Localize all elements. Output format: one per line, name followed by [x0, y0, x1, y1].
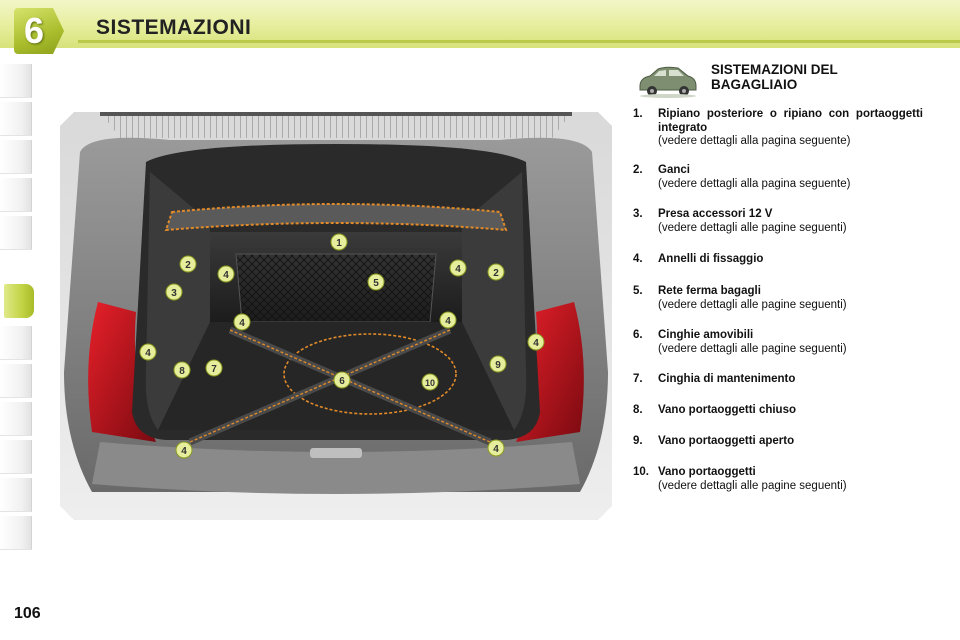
- callout-4-b: 4: [449, 259, 467, 277]
- callout-6-label: 6: [339, 376, 345, 387]
- callout-4-a: 4: [217, 265, 235, 283]
- luggage-net: [235, 253, 437, 323]
- chapter-tab-6-active[interactable]: [4, 284, 34, 318]
- tailgate-latch: [310, 448, 362, 458]
- item-number: 1.: [633, 108, 643, 120]
- item-title: Ripiano posteriore o ripiano con portaog…: [658, 108, 923, 134]
- callout-9: 9: [489, 355, 507, 373]
- callout-4-d-label: 4: [445, 316, 451, 327]
- callout-3-label: 3: [171, 288, 177, 299]
- item-number: 8.: [633, 404, 643, 416]
- chapter-tab-12[interactable]: [0, 516, 32, 550]
- item-note: (vedere dettagli alle pagine seguenti): [658, 342, 847, 355]
- item-note: (vedere dettagli alle pagine seguenti): [658, 298, 847, 311]
- item-number: 10.: [633, 466, 649, 478]
- callout-5: 5: [367, 273, 385, 291]
- callout-4-h-label: 4: [493, 444, 499, 455]
- section-title-line-2: BAGAGLIAIO: [711, 77, 798, 92]
- chapter-tab-9[interactable]: [0, 402, 32, 436]
- item-number: 4.: [633, 253, 643, 265]
- chapter-badge: [14, 8, 64, 54]
- chapter-tab-5[interactable]: [0, 216, 32, 250]
- callout-4-f-label: 4: [533, 338, 539, 349]
- callout-2-right: 2: [487, 263, 505, 281]
- callout-7: 7: [205, 359, 223, 377]
- strap-left-outline: [229, 329, 491, 443]
- item-title: Cinghie amovibili: [658, 329, 754, 341]
- chapter-tab-8[interactable]: [0, 364, 32, 398]
- chapter-tab-10[interactable]: [0, 440, 32, 474]
- callout-8: 8: [173, 361, 191, 379]
- rear-bumper: [92, 442, 580, 494]
- chapter-tab-4[interactable]: [0, 178, 32, 212]
- callout-8-label: 8: [179, 366, 185, 377]
- callout-6: 6: [333, 371, 351, 389]
- chapter-tab-1[interactable]: [0, 64, 32, 98]
- callout-1: 1: [330, 233, 348, 251]
- callout-4-f: 4: [527, 333, 545, 351]
- chapter-tab-3[interactable]: [0, 140, 32, 174]
- chapter-number: 6: [23, 10, 45, 51]
- callout-2-right-label: 2: [493, 268, 499, 279]
- item-number: 5.: [633, 285, 643, 297]
- item-number: 2.: [633, 164, 643, 176]
- rear-window: [100, 112, 572, 138]
- callout-9-label: 9: [495, 360, 501, 371]
- section-title-line-1: SISTEMAZIONI DEL: [711, 62, 838, 77]
- callout-4-e-label: 4: [145, 348, 151, 359]
- callout-4-h: 4: [487, 439, 505, 457]
- callout-4-c: 4: [233, 313, 251, 331]
- chapter-tabs: [0, 64, 34, 576]
- trunk-illustration: 1 2 2 3 4 4 4 4: [60, 112, 612, 520]
- callout-4-a-label: 4: [223, 270, 229, 281]
- callout-4-c-label: 4: [239, 318, 245, 329]
- chapter-tab-7[interactable]: [0, 326, 32, 360]
- item-title: Presa accessori 12 V: [658, 208, 773, 220]
- parcel-shelf: [164, 203, 508, 232]
- item-number: 7.: [633, 373, 643, 385]
- chapter-title: SISTEMAZIONI: [96, 16, 252, 39]
- callout-4-g-label: 4: [181, 446, 187, 457]
- callout-4-b-label: 4: [455, 264, 461, 275]
- callout-4-g: 4: [175, 441, 193, 459]
- callout-10: 10: [421, 373, 439, 391]
- header-rule: [78, 40, 960, 43]
- item-note: (vedere dettagli alle pagine seguenti): [658, 479, 847, 492]
- item-number: 3.: [633, 208, 643, 220]
- strap-right-outline: [189, 329, 451, 443]
- callout-2-left-label: 2: [185, 260, 191, 271]
- page-number: 106: [14, 605, 41, 622]
- chapter-tab-11[interactable]: [0, 478, 32, 512]
- callout-2-left: 2: [179, 255, 197, 273]
- callout-4-d: 4: [439, 311, 457, 329]
- tailgate-edge: [100, 112, 572, 116]
- item-number: 9.: [633, 435, 643, 447]
- trunk-drawing: 1 2 2 3 4 4 4 4: [64, 112, 608, 494]
- callout-5-label: 5: [373, 278, 379, 289]
- section-title: SISTEMAZIONI DEL BAGAGLIAIO: [711, 62, 931, 92]
- chapter-header: [0, 0, 960, 48]
- item-title: Vano portaoggetti aperto: [658, 435, 795, 447]
- item-note: (vedere dettagli alla pagina seguente): [658, 177, 851, 190]
- chapter-tab-2[interactable]: [0, 102, 32, 136]
- callout-10-label: 10: [425, 378, 435, 388]
- callout-1-label: 1: [336, 238, 342, 249]
- item-number: 6.: [633, 329, 643, 341]
- car-icon: [639, 66, 697, 98]
- item-note: (vedere dettagli alle pagine seguenti): [658, 221, 847, 234]
- item-title: Vano portaoggetti chiuso: [658, 404, 797, 416]
- item-title: Vano portaoggetti: [658, 466, 756, 478]
- storage-compartment-outline: [283, 333, 457, 415]
- item-title: Cinghia di mantenimento: [658, 373, 796, 385]
- item-note: (vedere dettagli alla pagina seguente): [658, 135, 851, 147]
- callout-7-label: 7: [211, 364, 217, 375]
- item-title: Ganci: [658, 164, 690, 176]
- callout-3: 3: [165, 283, 183, 301]
- item-title: Rete ferma bagagli: [658, 285, 761, 297]
- callout-4-e: 4: [139, 343, 157, 361]
- item-title: Annelli di fissaggio: [658, 253, 764, 265]
